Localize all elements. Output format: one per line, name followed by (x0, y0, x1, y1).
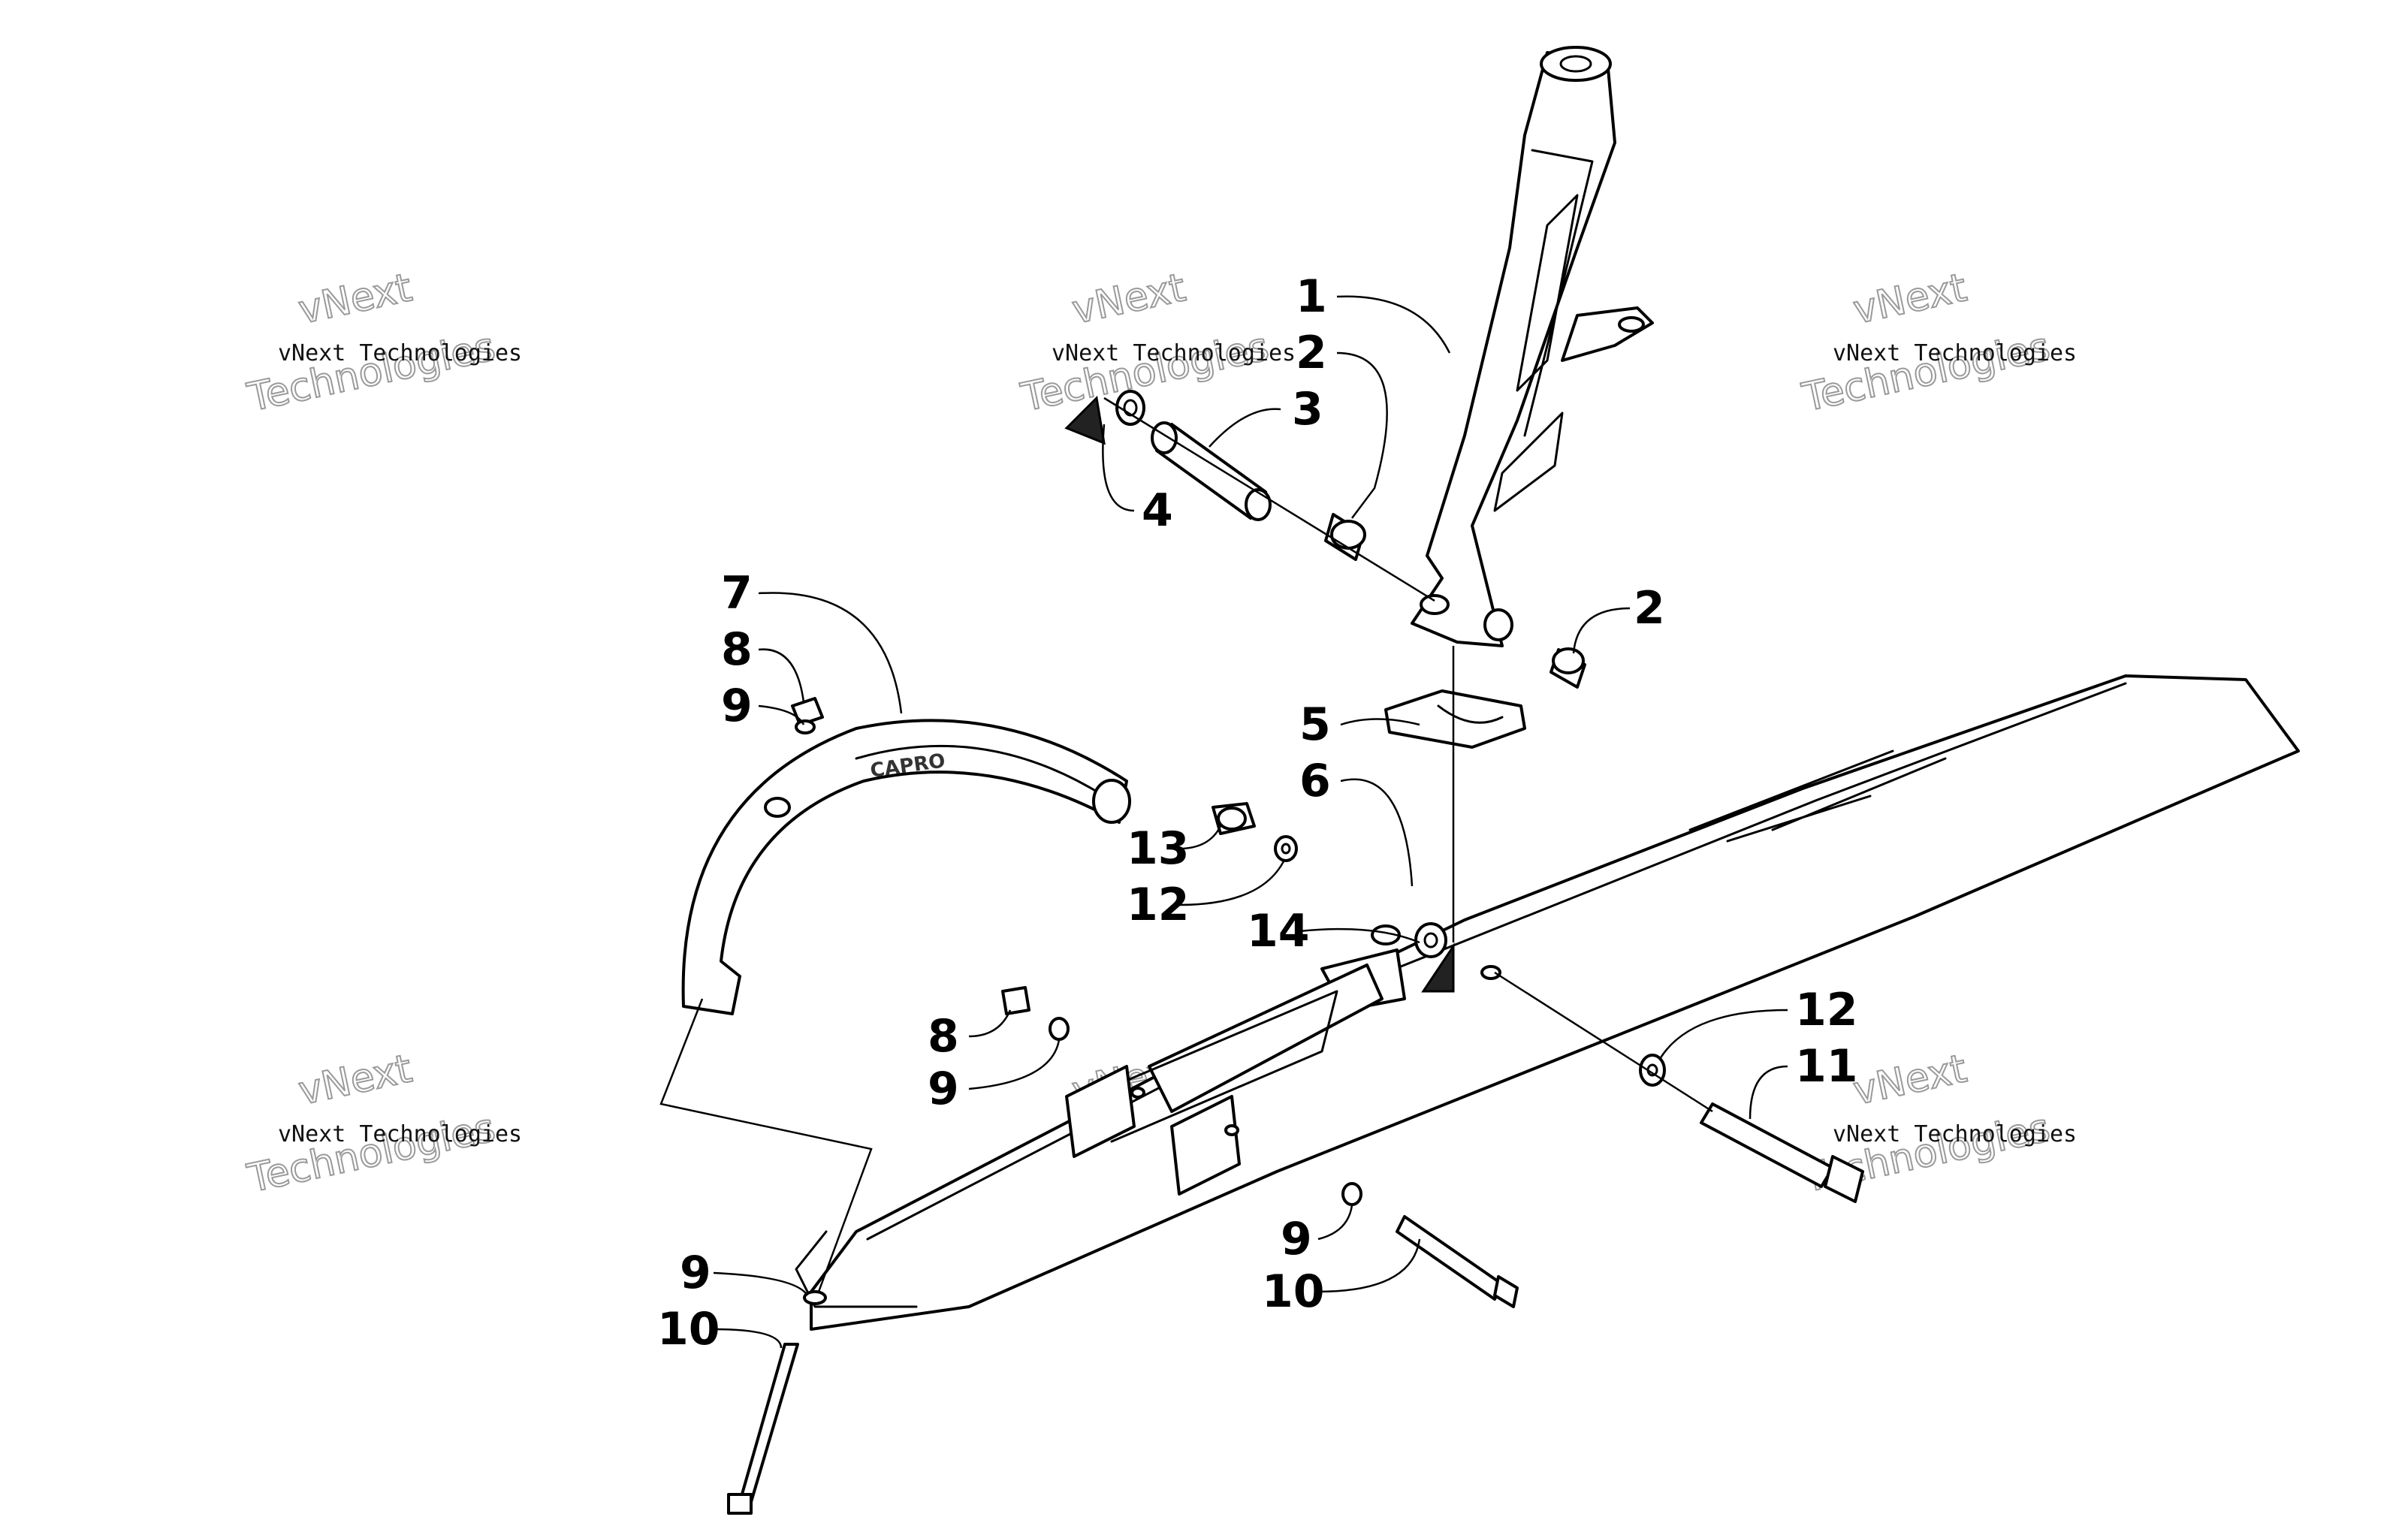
bolt-10-bottom (727, 1343, 799, 1515)
callout-9: 9 (680, 1247, 711, 1299)
callout-10: 10 (1262, 1265, 1325, 1318)
watermark-top-left: vNext Technologies (243, 264, 499, 421)
axis-bolt-11 (1494, 971, 1713, 1113)
leader-3 (1209, 408, 1281, 448)
callout-12: 12 (1795, 984, 1858, 1036)
callout-2: 2 (1634, 582, 1665, 635)
leader-9d (713, 1271, 809, 1296)
leader-10b (713, 1328, 783, 1349)
connector-handle-ski (659, 998, 873, 1292)
svg-text:Technologies: Technologies (243, 324, 499, 421)
callout-1: 1 (1296, 270, 1327, 323)
nut-8-lower (1001, 986, 1030, 1015)
washer-9-lower (1049, 1017, 1070, 1041)
svg-text:vNext: vNext (1068, 265, 1189, 333)
watermark-top-right: vNext Technologies (1797, 264, 2054, 421)
ski-handle: CAPRO (681, 719, 1131, 1015)
ski-body (810, 674, 2300, 1331)
ski-loop (795, 1230, 918, 1308)
svg-text:vNext: vNext (1849, 265, 1970, 333)
leader-14 (1299, 927, 1420, 944)
svg-text:vNext: vNext (294, 265, 415, 333)
washer-top (795, 719, 816, 734)
bushing-left (1115, 390, 1145, 426)
callout-9: 9 (928, 1063, 959, 1115)
callout-14: 14 (1247, 905, 1310, 957)
leader-7 (758, 592, 903, 714)
callout-7: 7 (721, 567, 753, 620)
callout-10: 10 (657, 1303, 720, 1356)
callout-2: 2 (1296, 327, 1327, 379)
leader-12a (1178, 859, 1286, 906)
leader-8b (968, 1009, 1012, 1038)
nut-13 (1212, 802, 1256, 835)
leader-9a (758, 704, 805, 725)
leader-8a (758, 648, 805, 703)
arrow-marker-mid (1421, 942, 1455, 993)
arrow-marker-top (1064, 395, 1106, 445)
leader-10a (1317, 1238, 1421, 1293)
callout-12: 12 (1127, 879, 1190, 931)
bushing-outer (1550, 647, 1586, 689)
svg-text:vNext: vNext (294, 1046, 415, 1114)
leader-12b (1658, 1009, 1788, 1060)
watermark-text: vNext Technologies (278, 1121, 522, 1147)
washer-9-bottom (803, 1290, 827, 1305)
callout-3: 3 (1292, 383, 1323, 436)
callout-9: 9 (1281, 1213, 1312, 1265)
svg-text:Technologies: Technologies (1798, 324, 2053, 421)
watermark-bottom-left: vNext Technologies (243, 1045, 499, 1202)
washer-9-right (1341, 1182, 1362, 1206)
callout-6: 6 (1299, 755, 1331, 807)
washer-14 (1414, 922, 1447, 958)
watermark-text: vNext Technologies (1833, 1121, 2077, 1147)
axis-bushings (1103, 397, 1435, 602)
svg-text:Technologies: Technologies (243, 1105, 499, 1202)
leader-6 (1340, 778, 1414, 887)
washer-12-upper (1274, 835, 1298, 862)
callout-13: 13 (1127, 822, 1190, 875)
leader-11 (1749, 1065, 1788, 1120)
leader-9b (968, 1039, 1061, 1090)
washer-12-lower (1639, 1054, 1666, 1087)
leader-5 (1340, 718, 1420, 726)
bolt-11 (1700, 1102, 1864, 1203)
callout-5: 5 (1299, 698, 1331, 751)
leader-9c (1317, 1205, 1353, 1241)
leader-1 (1336, 295, 1451, 354)
leader-2a (1336, 351, 1388, 519)
callout-4: 4 (1142, 484, 1173, 537)
callout-9: 9 (721, 680, 753, 732)
leader-4 (1102, 424, 1135, 512)
watermark-text: vNext Technologies (278, 340, 522, 366)
callout-8: 8 (928, 1010, 959, 1063)
spindle-part (1411, 46, 1654, 647)
callout-11: 11 (1795, 1040, 1858, 1093)
svg-text:vNext: vNext (1849, 1046, 1970, 1114)
leader-2b (1572, 607, 1631, 654)
watermark-text: vNext Technologies (1052, 340, 1296, 366)
saddle-part (1384, 689, 1526, 749)
leader-13 (1178, 825, 1222, 850)
watermark-text: vNext Technologies (1833, 340, 2077, 366)
bolt-10-right (1396, 1215, 1519, 1308)
callout-8: 8 (721, 623, 753, 676)
